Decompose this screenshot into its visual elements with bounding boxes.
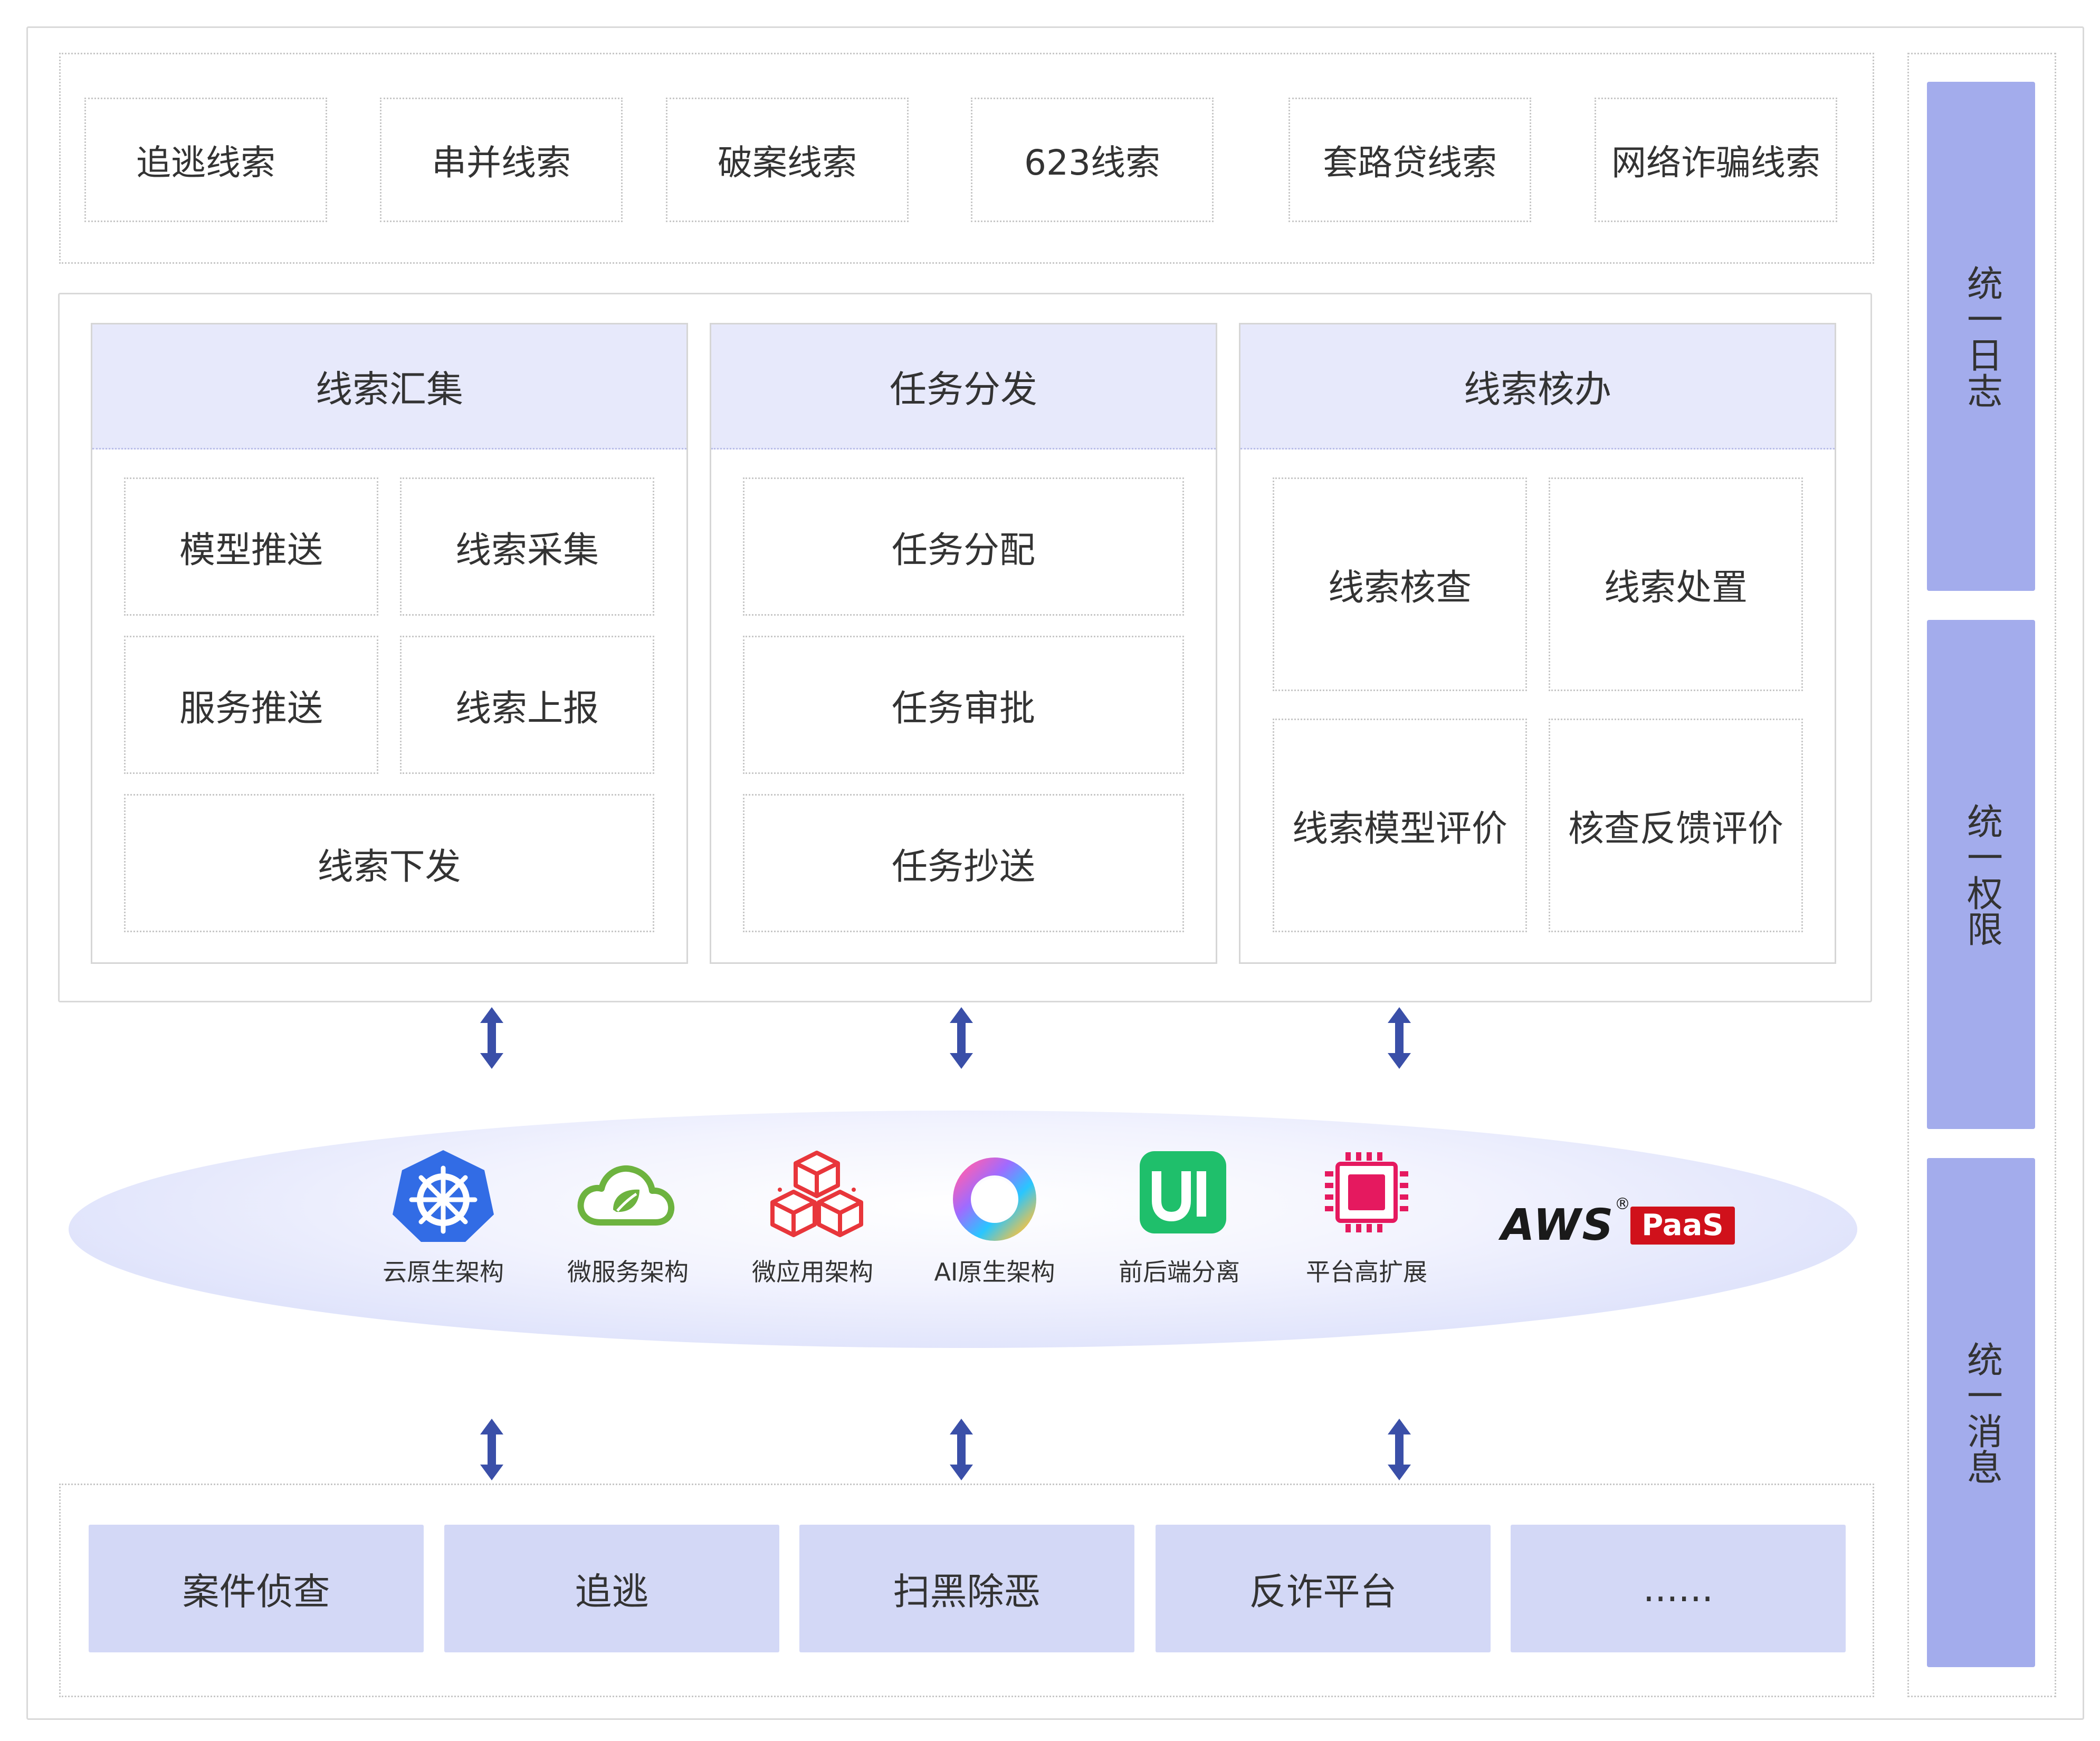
middle-container <box>58 293 1872 1002</box>
bottom-item-anti-gang: 扫黑除恶 <box>799 1525 1134 1652</box>
arrow-up-down-4 <box>476 1417 508 1482</box>
bottom-item-pursuit: 追逃 <box>444 1525 779 1652</box>
cubes-icon <box>764 1147 870 1245</box>
paas-badge: PaaS <box>1630 1207 1735 1245</box>
kubernetes-icon <box>390 1146 496 1248</box>
cell-task-cc: 任务抄送 <box>743 794 1184 932</box>
tech-label-microservice: 微服务架构 <box>567 1258 689 1286</box>
aws-logo-text: AWS <box>1501 1200 1615 1250</box>
aws-registered-mark: ® <box>1615 1195 1630 1213</box>
cell-clue-issue: 线索下发 <box>124 794 654 932</box>
cell-task-assign: 任务分配 <box>743 477 1184 616</box>
cell-service-push: 服务推送 <box>124 636 378 774</box>
arrow-up-down-6 <box>1383 1417 1415 1482</box>
tech-label-cloud-native: 云原生架构 <box>383 1258 504 1286</box>
top-row-container <box>59 53 1874 264</box>
top-item-5: 套路贷线索 <box>1288 98 1531 222</box>
ui-icon <box>1139 1150 1227 1237</box>
side-bar-unified-message: 统一消息 <box>1927 1158 2035 1667</box>
ai-ring-icon <box>950 1154 1039 1246</box>
top-item-2: 串并线索 <box>380 98 623 222</box>
panel-dispatch-title: 任务分发 <box>711 324 1216 449</box>
aws-paas-logo: AWS ® PaaS <box>1501 1195 1739 1253</box>
cell-model-eval: 线索模型评价 <box>1273 719 1527 932</box>
cell-model-push: 模型推送 <box>124 477 378 616</box>
top-item-6: 网络诈骗线索 <box>1595 98 1837 222</box>
top-item-4: 623线索 <box>971 98 1214 222</box>
side-bar-unified-permission: 统一权限 <box>1927 620 2035 1129</box>
side-bar-unified-log: 统一日志 <box>1927 82 2035 591</box>
arrow-up-down-1 <box>476 1005 508 1071</box>
arrow-up-down-2 <box>946 1005 977 1071</box>
outer-frame <box>26 26 2084 1720</box>
cell-task-approve: 任务审批 <box>743 636 1184 774</box>
tech-platform-ellipse <box>69 1111 1857 1348</box>
cell-clue-collect: 线索采集 <box>400 477 654 616</box>
bottom-item-case-investigation: 案件侦查 <box>89 1525 424 1652</box>
bottom-item-more: ...... <box>1511 1525 1846 1652</box>
cell-clue-check: 线索核查 <box>1273 477 1527 691</box>
arrow-up-down-3 <box>1383 1005 1415 1071</box>
cell-clue-dispose: 线索处置 <box>1549 477 1803 691</box>
top-item-1: 追逃线索 <box>84 98 327 222</box>
tech-label-ai-native: AI原生架构 <box>934 1258 1055 1286</box>
bottom-row-container <box>59 1484 1874 1697</box>
bottom-item-anti-fraud: 反诈平台 <box>1156 1525 1491 1652</box>
chip-icon <box>1322 1150 1411 1237</box>
arrow-up-down-5 <box>946 1417 977 1482</box>
cell-feedback-eval: 核查反馈评价 <box>1549 719 1803 932</box>
panel-handle-title: 线索核办 <box>1240 324 1835 449</box>
tech-label-frontend-backend: 前后端分离 <box>1119 1258 1240 1286</box>
top-item-3: 破案线索 <box>666 98 909 222</box>
panel-collect-title: 线索汇集 <box>92 324 686 449</box>
side-column <box>1907 53 2056 1697</box>
cell-clue-report: 线索上报 <box>400 636 654 774</box>
spring-cloud-icon <box>575 1158 675 1234</box>
tech-label-platform-extension: 平台高扩展 <box>1306 1258 1427 1286</box>
tech-label-microapp: 微应用架构 <box>752 1258 873 1286</box>
